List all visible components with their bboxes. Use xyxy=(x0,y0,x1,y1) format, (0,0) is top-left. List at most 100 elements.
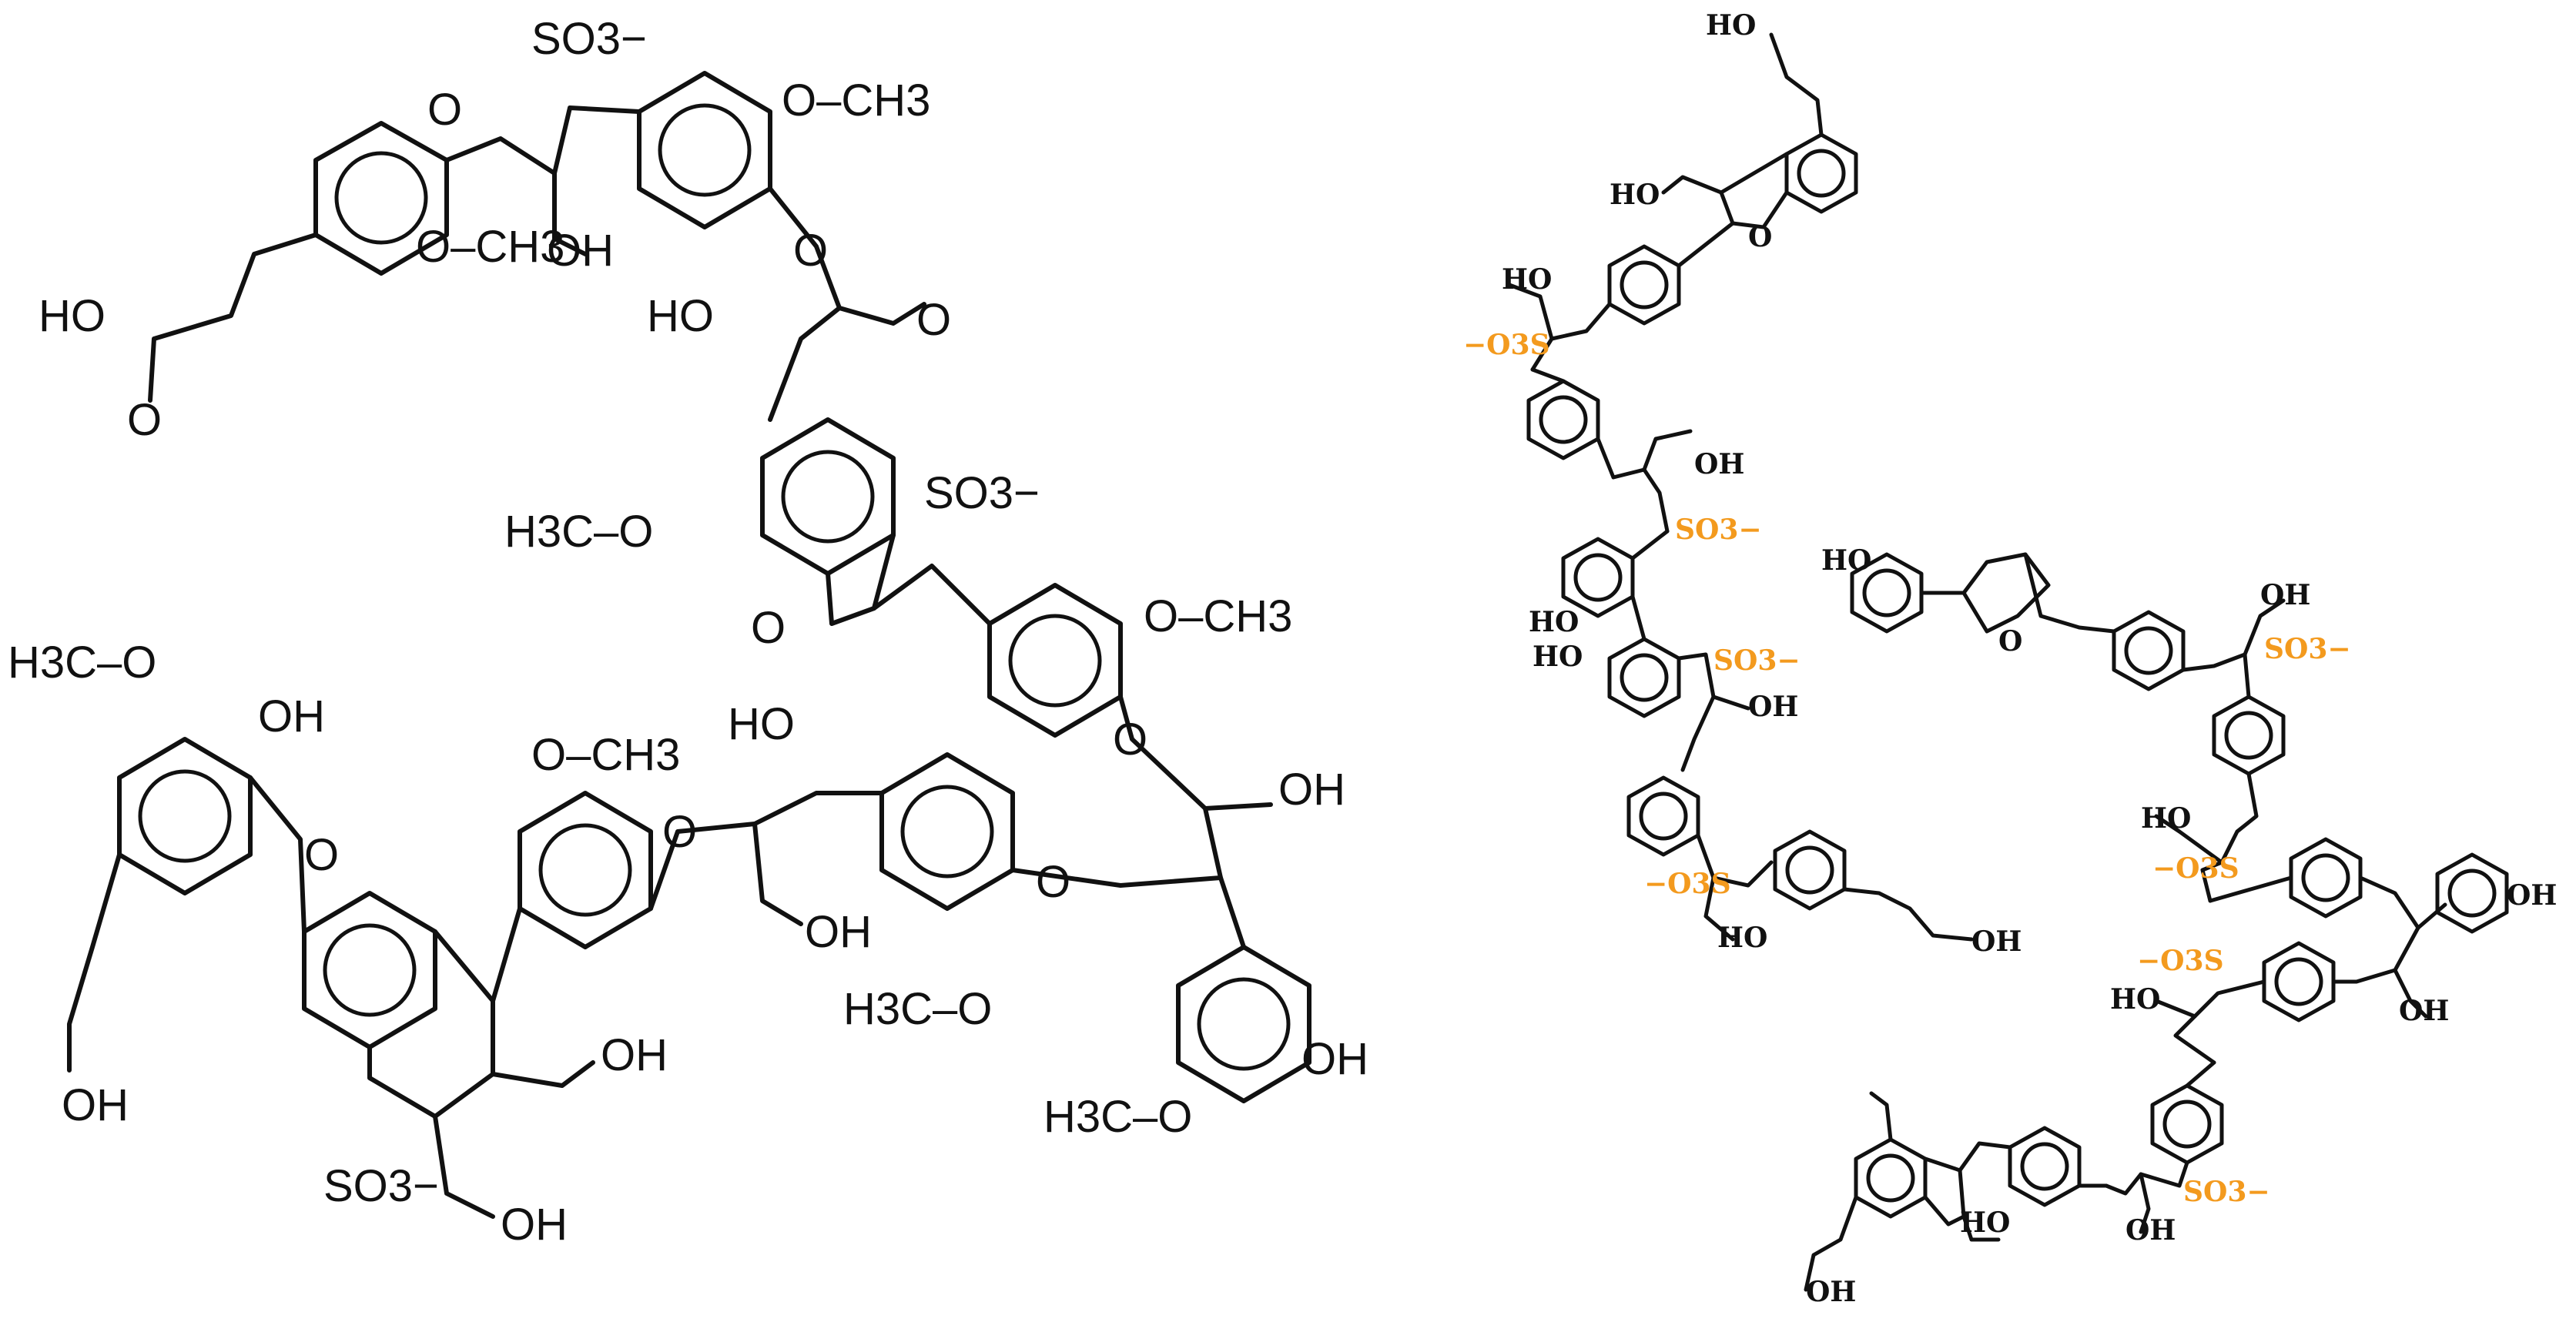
right-chain-bottom-allyl xyxy=(1804,1195,1858,1292)
right-oh-b: OH xyxy=(1748,691,1798,723)
left-lignosulfonate-structure: SO3− O O–CH3 OH O HO O O–CH3 HO O SO3− H… xyxy=(8,14,1368,1250)
left-acid-oxygen: O xyxy=(127,395,162,445)
left-methoxy-phenol: H3C–O xyxy=(1043,1092,1192,1142)
right-chain-3c xyxy=(1642,429,1693,472)
left-methoxy-furan: H3C–O xyxy=(504,507,653,557)
left-ho-mid: HO xyxy=(647,291,714,341)
left-ether-oxygen-1: O xyxy=(427,85,462,135)
right-chain-6a xyxy=(1696,833,1774,888)
right-ho-k: HO xyxy=(1960,1207,2010,1239)
left-methoxy-mid: O–CH3 xyxy=(416,222,564,272)
left-so3-top: SO3− xyxy=(531,14,647,64)
right-ho-lignan: HO xyxy=(1821,544,1871,577)
right-oh-bottom: OH xyxy=(1806,1276,1856,1308)
right-ho-g: HO xyxy=(2141,802,2191,835)
left-oh-phenol: OH xyxy=(1301,1034,1368,1084)
right-chain-7a xyxy=(1842,887,1974,942)
right-o3s-d: −O3S xyxy=(2137,945,2224,977)
right-chain-3a xyxy=(1530,367,1566,383)
left-chain-phenol-link xyxy=(1218,875,1246,949)
right-dioxocin-link xyxy=(2416,902,2447,930)
right-chain-lower-a xyxy=(2185,1060,2216,1088)
right-chain-top-allyl xyxy=(1769,32,1824,137)
left-chain-tetralin-oh1 xyxy=(491,1060,595,1088)
right-chain-dioxocin-oh xyxy=(2393,968,2428,1019)
right-oh-i: OH xyxy=(2399,995,2449,1027)
right-chain-4a xyxy=(1630,529,1670,561)
right-lignosulfonate-structure: HO HO O HO −O3S OH SO3− HO HO SO3− OH −O… xyxy=(1463,9,2557,1308)
right-chain-2a xyxy=(1677,221,1735,268)
left-oh-tetralin-2: OH xyxy=(501,1200,568,1250)
left-ether-oxygen-center: O xyxy=(662,807,697,857)
left-so3-mid: SO3− xyxy=(924,468,1040,518)
left-oh-tetralin-1: OH xyxy=(601,1030,668,1080)
right-chain-top-ch2oh xyxy=(1661,175,1723,195)
right-so3-b: SO3− xyxy=(1713,644,1801,677)
right-ho-c: HO xyxy=(1533,641,1583,673)
left-chain-center-oh xyxy=(752,822,803,926)
right-pino-core-a xyxy=(1919,552,2051,634)
left-methoxy-center: O–CH3 xyxy=(531,730,680,780)
right-chain-5a xyxy=(1630,594,1646,641)
left-ring-center xyxy=(518,791,653,949)
right-chain-biph-c xyxy=(2154,999,2197,1019)
left-ho-center: HO xyxy=(728,699,795,749)
left-dioxocin-oxygen-1: O xyxy=(1113,715,1147,765)
left-acid-ho: HO xyxy=(39,291,106,341)
right-ho-furan: HO xyxy=(1610,179,1660,211)
left-chain-allyl xyxy=(67,852,122,1073)
right-so3-c: SO3− xyxy=(2264,633,2351,665)
right-chain-bottom-methoxy xyxy=(1869,1091,1893,1142)
right-chain-col-a2 xyxy=(2154,814,2224,865)
left-chain-tetralin-oh2 xyxy=(433,1114,495,1219)
right-chain-bottom-b xyxy=(1958,1141,2012,1173)
left-methoxy-left: H3C–O xyxy=(8,638,156,688)
right-oh-j: OH xyxy=(2125,1214,2176,1247)
right-oh-e: OH xyxy=(1971,925,2022,958)
right-o-pino-2: O xyxy=(1998,625,2022,658)
right-ring-phenol xyxy=(2435,852,2509,934)
right-o3s-a: −O3S xyxy=(1463,329,1550,361)
right-ring-biph-lower xyxy=(2262,941,2336,1022)
right-chain-lower-c xyxy=(2139,1172,2151,1234)
right-ring-pino-left xyxy=(1850,552,1924,634)
right-chain-2c xyxy=(1507,283,1554,341)
right-chain-bottom-oh xyxy=(1961,1214,2001,1242)
right-o3s-c: −O3S xyxy=(2152,852,2239,885)
right-ring-6 xyxy=(1626,775,1700,857)
right-ho-b: HO xyxy=(1529,606,1579,638)
left-dioxocin-oh: OH xyxy=(1278,765,1345,815)
right-pino-link xyxy=(2077,625,2116,634)
right-dioxocin xyxy=(2331,875,2420,984)
left-oh-top: OH xyxy=(547,226,614,276)
left-chain-acrylic xyxy=(148,233,318,403)
right-chain-6b xyxy=(1703,875,1735,942)
left-ether-oxygen-left: O xyxy=(304,830,339,880)
right-ring-biph-upper xyxy=(2289,837,2363,919)
right-chain-5b xyxy=(1677,652,1750,711)
right-chain-5c xyxy=(1680,694,1716,772)
left-chain-tetralin-link xyxy=(491,906,522,1003)
right-oh-a: OH xyxy=(1694,448,1744,480)
left-ring-oxygen-2: O xyxy=(793,226,828,276)
right-chain-col-a xyxy=(2200,771,2259,903)
left-oh-allyl: OH xyxy=(62,1080,129,1130)
right-so3-d: SO3− xyxy=(2183,1176,2270,1208)
left-ring-benzofuran xyxy=(760,417,896,626)
right-oh-f: OH xyxy=(2260,579,2310,611)
left-methoxy-right: O–CH3 xyxy=(1144,591,1292,641)
left-chain-ether xyxy=(248,775,307,934)
left-dioxocin-ring xyxy=(1010,694,1223,888)
right-o-furan: O xyxy=(1748,221,1772,253)
left-oh-left: OH xyxy=(258,691,325,741)
left-methoxy-top: O–CH3 xyxy=(782,75,930,126)
right-ho-d: HO xyxy=(1717,922,1767,954)
left-methoxy-bottom: H3C–O xyxy=(843,984,992,1034)
left-dioxocin-oxygen-2: O xyxy=(1036,857,1070,907)
right-ho-a: HO xyxy=(1502,263,1552,296)
right-chain-pino-r2 xyxy=(2243,652,2251,699)
right-so3-a: SO3− xyxy=(1675,514,1762,546)
left-ring-phenol xyxy=(1176,945,1311,1103)
